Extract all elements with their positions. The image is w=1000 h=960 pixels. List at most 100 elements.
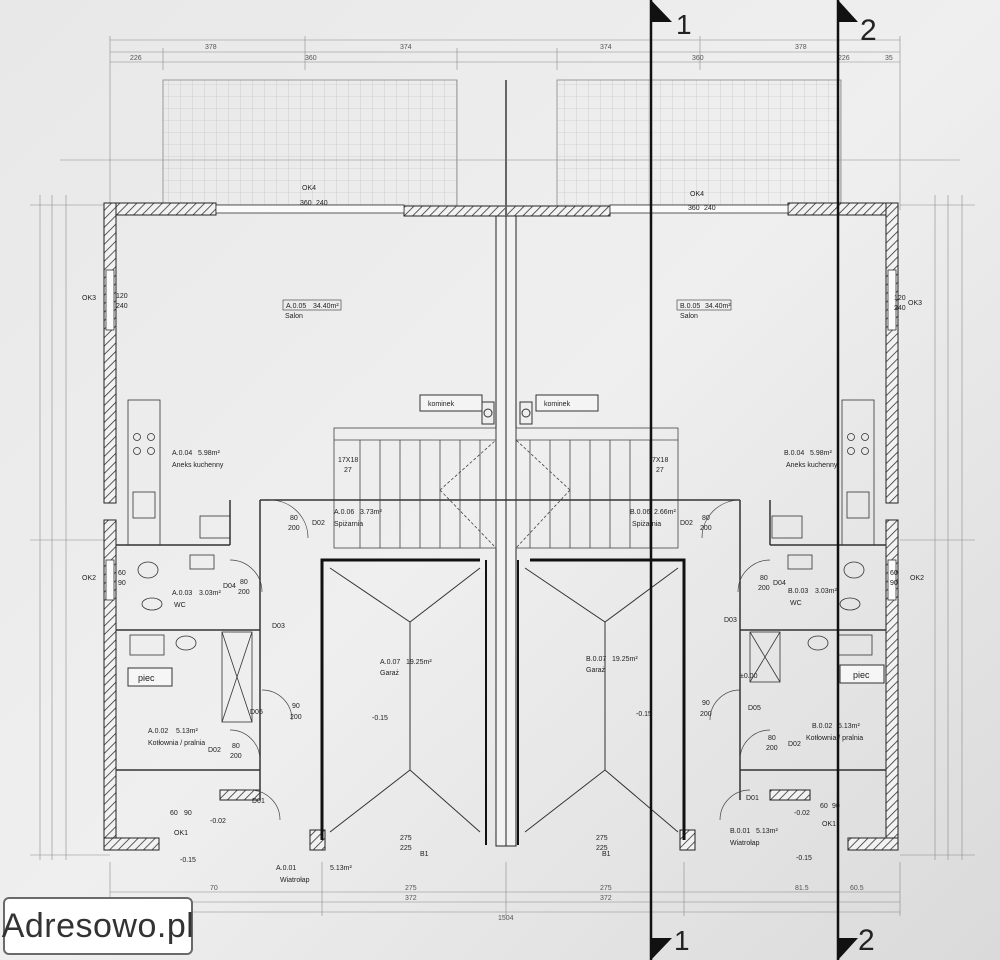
room-B002-code: B.0.02 — [812, 723, 832, 730]
room-B007-name: Garaż — [586, 667, 606, 674]
stairs-right-count: 27 — [656, 467, 664, 474]
door-left-wc-tag: D04 — [223, 583, 236, 590]
room-A003-code: A.0.03 — [172, 590, 192, 597]
door-left-wc-w: 80 — [240, 579, 248, 586]
room-B006-area: 2.66m² — [654, 509, 676, 516]
window-ok4-right: OK4 — [690, 191, 704, 198]
dim-top-8: 226 — [838, 55, 850, 62]
door-right-garage-h: 200 — [700, 711, 712, 718]
room-B006-name: Spiżarnia — [632, 521, 661, 528]
room-B002: B.0.02 5.13m² Kotłownia / pralnia — [806, 723, 863, 742]
room-A006-code: A.0.06 — [334, 509, 354, 516]
room-A006-area: 3.73m² — [360, 509, 382, 516]
room-labels-left: A.0.05 34.40m² Salon A.0.04 5.98m² Aneks… — [148, 299, 432, 884]
garage-left-dim2: 225 — [400, 845, 412, 852]
fireplace-right-label: kominek — [544, 401, 571, 408]
door-right-pantry-h: 200 — [700, 525, 712, 532]
room-A004-area: 5.98m² — [198, 450, 220, 457]
kitchen-left — [127, 399, 231, 546]
door-right-d01: D01 — [746, 795, 759, 802]
dim-bottom-7: 60.5 — [850, 885, 864, 892]
window-ok2-right: OK2 — [910, 575, 924, 582]
dim-bottom-2: 275 — [600, 885, 612, 892]
door-right-wc-tag: D04 — [773, 580, 786, 587]
room-labels-right: B.0.05 34.40m² Salon B.0.04 5.98m² Aneks… — [586, 299, 863, 847]
terrace-left — [162, 79, 458, 211]
stairs-left — [333, 427, 497, 549]
dim-top-5: 226 — [130, 55, 142, 62]
door-left-pantry-w: 80 — [290, 515, 298, 522]
bottom-dimension-values: 275 275 372 372 1504 81.5 60.5 70 — [210, 885, 864, 922]
adresowo-watermark: Adresowo.pl — [2, 897, 194, 955]
room-A001-code: A.0.01 — [276, 865, 296, 872]
door-right-pantry-w: 80 — [702, 515, 710, 522]
dim-top-2: 374 — [400, 44, 412, 51]
door-left-pantry-h: 200 — [288, 525, 300, 532]
window-ok2-right-dim1: 60 — [890, 570, 898, 577]
level-entry-left: -0.02 — [210, 818, 226, 825]
room-A003-area: 3.03m² — [199, 590, 221, 597]
room-B006-code: B.0.06 — [630, 509, 650, 516]
room-B005-area: 34.40m² — [705, 303, 731, 310]
room-B005-code: B.0.05 — [680, 303, 700, 310]
window-ok1-right: OK1 — [822, 821, 836, 828]
level-entry-right: -0.02 — [794, 810, 810, 817]
room-A001-name: Wiatrołap — [280, 877, 310, 884]
dim-top-3: 374 — [600, 44, 612, 51]
window-ok2-right-dim2: 90 — [890, 580, 898, 587]
door-right-kot-tag: D02 — [788, 741, 801, 748]
stairs-right-steps: 7X18 — [652, 457, 668, 464]
window-openings — [105, 204, 897, 601]
door-right-pantry-tag: D02 — [680, 520, 693, 527]
section-2-top-label: 2 — [860, 14, 877, 47]
terrace-right — [556, 79, 842, 211]
room-A004-code: A.0.04 — [172, 450, 192, 457]
window-ok1-left: OK1 — [174, 830, 188, 837]
garage-right-dim2: 225 — [596, 845, 608, 852]
door-right-d03: D03 — [724, 617, 737, 624]
door-left-wc-h: 200 — [238, 589, 250, 596]
dim-top-6: 360 — [305, 55, 317, 62]
room-A003-name: WC — [174, 602, 186, 609]
room-B001: B.0.01 5.13m² Wiatrołap — [730, 828, 778, 847]
room-A007-area: 19.25m² — [406, 659, 432, 666]
window-ok4-left-dim2: 240 — [316, 200, 328, 207]
door-left-kot-h: 200 — [230, 753, 242, 760]
garage-right-tag: B1 — [602, 851, 611, 858]
room-A007-code: A.0.07 — [380, 659, 400, 666]
window-ok1-right-dim1: 60 — [820, 803, 828, 810]
room-B007-code: B.0.07 — [586, 656, 606, 663]
door-right-wc-w: 80 — [760, 575, 768, 582]
room-B003-area: 3.03m² — [815, 588, 837, 595]
dim-top-7: 360 — [692, 55, 704, 62]
window-ok3-left-dim1: 120 — [116, 293, 128, 300]
section-line-1: 1 1 — [649, 0, 692, 960]
room-B001-name: Wiatrołap — [730, 840, 760, 847]
window-ok4-right-dim2: 240 — [704, 205, 716, 212]
wc-fixtures-left — [129, 554, 253, 723]
room-B005: B.0.05 34.40m² Salon — [676, 299, 731, 320]
window-ok1-left-dim1: 60 — [170, 810, 178, 817]
room-A005-code: A.0.05 — [286, 303, 306, 310]
room-B003-code: B.0.03 — [788, 588, 808, 595]
room-B003-name: WC — [790, 600, 802, 607]
door-right-garage-w: 90 — [702, 700, 710, 707]
level-outside-left: -0.15 — [180, 857, 196, 864]
room-A002: A.0.02 5.13m² Kotłownia / pralnia — [148, 728, 205, 747]
window-tags: OK4 360 240 OK4 360 240 OK3 120 240 OK3 … — [82, 185, 924, 837]
window-ok3-right-dim1: 120 — [894, 295, 906, 302]
top-dimension-values: 378 374 374 378 226 360 360 226 35 — [130, 44, 893, 62]
door-left-pantry-tag: D02 — [312, 520, 325, 527]
window-ok1-left-dim2: 90 — [184, 810, 192, 817]
room-A006-name: Spiżarnia — [334, 521, 363, 528]
room-B001-area: 5.13m² — [756, 828, 778, 835]
room-B002-area: 5.13m² — [838, 723, 860, 730]
door-tags: 80 200 D02 80 200 D02 80 200 D04 80 200 … — [208, 515, 801, 805]
garage-left-dim1: 275 — [400, 835, 412, 842]
level-garage-right: -0.15 — [636, 711, 652, 718]
furnace-right-label: piec — [853, 670, 870, 680]
room-B004-area: 5.98m² — [810, 450, 832, 457]
kitchen-right — [771, 399, 875, 546]
room-B003: B.0.03 3.03m² WC — [788, 588, 837, 607]
level-garage-left: -0.15 — [372, 715, 388, 722]
